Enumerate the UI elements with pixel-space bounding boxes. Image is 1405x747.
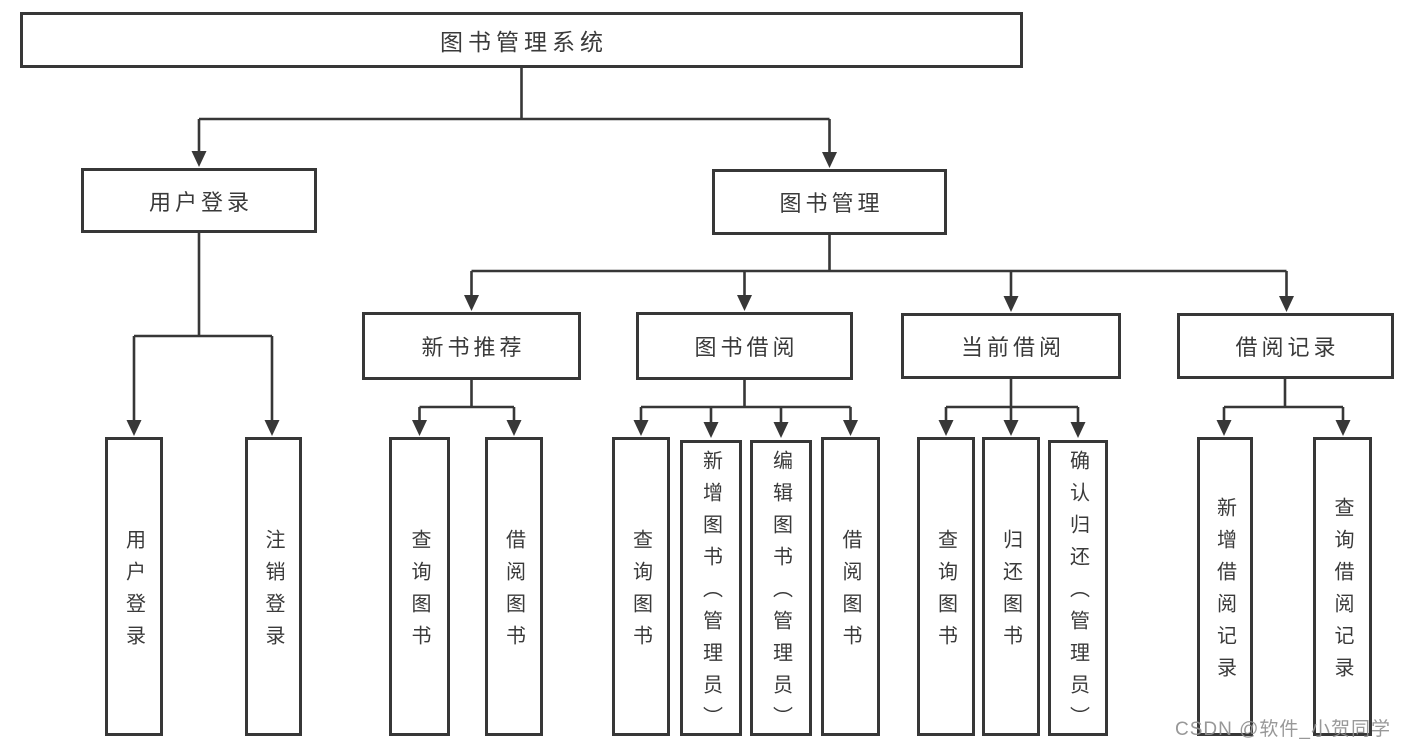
leaf-query-books-borrow-label: 查询图书 — [629, 528, 652, 657]
leaf-borrow-books-recommend-label: 借阅图书 — [502, 528, 525, 657]
leaf-query-books-recommend: 查询图书 — [389, 437, 450, 736]
arrowhead — [264, 420, 280, 436]
leaf-borrow-books-borrow: 借阅图书 — [821, 437, 880, 736]
connector-line — [134, 68, 1343, 409]
arrowhead — [1070, 422, 1086, 438]
arrowhead — [1216, 420, 1232, 436]
node-root-label: 图书管理系统 — [440, 29, 608, 55]
leaf-logout-label: 注销登录 — [262, 528, 284, 657]
node-user-login: 用户登录 — [81, 168, 317, 233]
arrowhead — [464, 295, 479, 311]
leaf-add-borrow-record: 新增借阅记录 — [1197, 437, 1253, 736]
arrowhead — [773, 422, 789, 438]
arrowhead — [703, 422, 719, 438]
arrowhead — [938, 420, 954, 436]
node-book-management: 图书管理 — [712, 169, 947, 235]
node-current-borrow-label: 当前借阅 — [960, 335, 1065, 360]
leaf-return-book: 归还图书 — [982, 437, 1040, 736]
arrowhead — [191, 151, 207, 167]
leaf-query-books-current: 查询图书 — [917, 437, 975, 736]
leaf-add-book-admin: 新增图书（管理员） — [680, 440, 742, 738]
arrowhead — [822, 152, 837, 168]
arrowhead — [1003, 296, 1019, 312]
leaf-edit-book-admin: 编辑图书（管理员） — [750, 440, 812, 738]
node-new-book-recommend-label: 新书推荐 — [421, 335, 526, 360]
node-current-borrow: 当前借阅 — [901, 313, 1121, 379]
leaf-user-login: 用户登录 — [105, 437, 163, 736]
arrowhead — [843, 420, 858, 436]
csdn-watermark: CSDN @软件_小贺同学 — [1175, 719, 1391, 740]
arrowhead — [506, 420, 522, 436]
leaf-add-book-admin-label: 新增图书（管理员） — [699, 450, 722, 738]
leaf-confirm-return-admin-label: 确认归还（管理员） — [1066, 450, 1089, 738]
leaf-query-books-current-label: 查询图书 — [934, 528, 957, 657]
node-book-borrow: 图书借阅 — [636, 312, 853, 380]
arrowhead — [1279, 296, 1294, 312]
leaf-query-borrow-record: 查询借阅记录 — [1313, 437, 1372, 736]
leaf-borrow-books-borrow-label: 借阅图书 — [839, 528, 861, 657]
node-borrow-records-label: 借阅记录 — [1235, 335, 1340, 360]
leaf-add-borrow-record-label: 新增借阅记录 — [1213, 496, 1236, 689]
leaf-confirm-return-admin: 确认归还（管理员） — [1048, 440, 1108, 738]
node-book-borrow-label: 图书借阅 — [694, 335, 799, 360]
arrowhead — [412, 420, 427, 436]
arrowhead — [1003, 420, 1019, 436]
node-borrow-records: 借阅记录 — [1177, 313, 1394, 379]
leaf-return-book-label: 归还图书 — [999, 528, 1022, 657]
arrowhead — [1335, 420, 1351, 436]
leaf-query-books-recommend-label: 查询图书 — [408, 528, 430, 657]
leaf-edit-book-admin-label: 编辑图书（管理员） — [769, 450, 792, 738]
node-root: 图书管理系统 — [20, 12, 1023, 68]
node-user-login-label: 用户登录 — [148, 189, 253, 215]
arrowhead — [126, 420, 142, 436]
node-new-book-recommend: 新书推荐 — [362, 312, 581, 380]
arrowhead — [737, 295, 752, 311]
connector-line — [132, 119, 1345, 423]
node-book-management-label: 图书管理 — [779, 191, 884, 216]
leaf-query-borrow-record-label: 查询借阅记录 — [1331, 496, 1353, 689]
leaf-borrow-books-recommend: 借阅图书 — [485, 437, 543, 736]
leaf-logout: 注销登录 — [245, 437, 302, 736]
leaf-query-books-borrow: 查询图书 — [612, 437, 670, 736]
arrowhead — [633, 420, 649, 436]
leaf-user-login-label: 用户登录 — [122, 528, 145, 657]
